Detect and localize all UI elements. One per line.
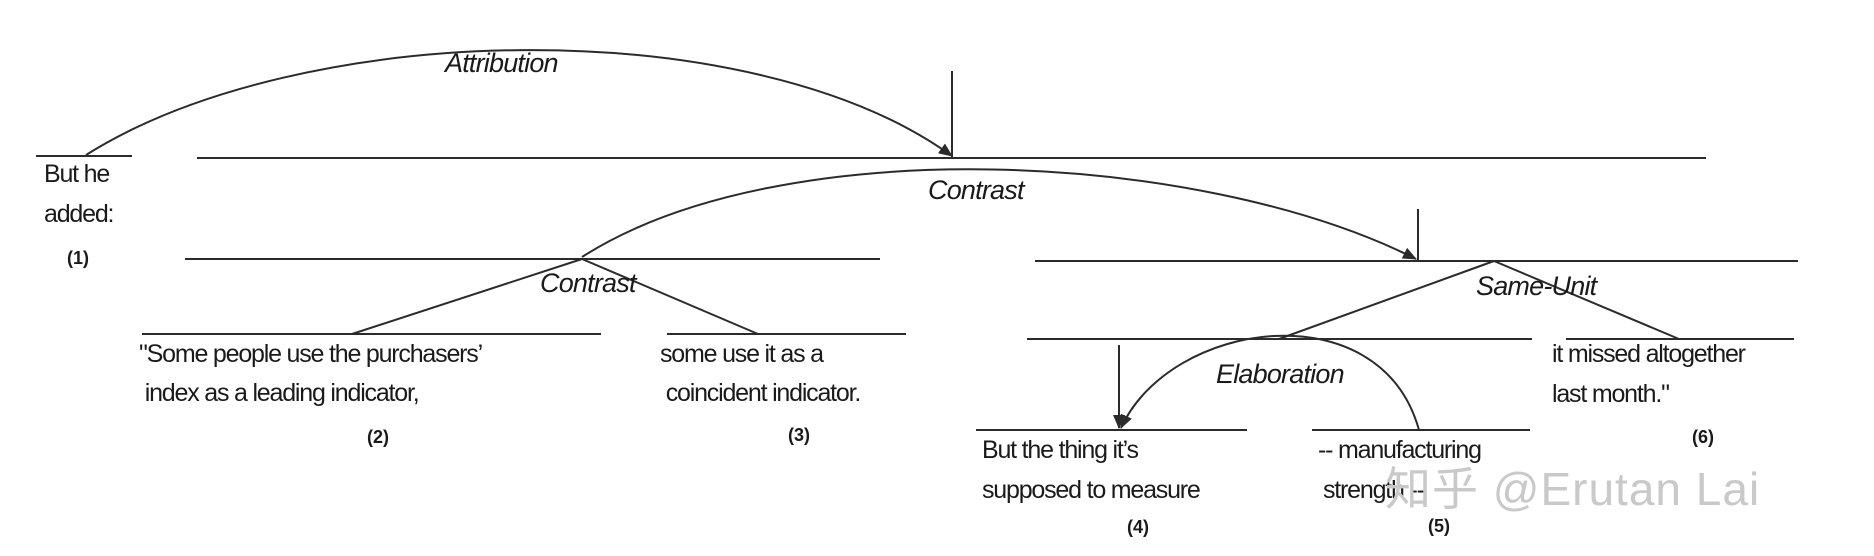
unit-5-line-2: strength -- [1323,476,1425,504]
unit-4-line-1: But the thing it’s [982,436,1139,464]
unit-6-line-1: it missed altogether [1552,340,1746,368]
unit-2-line-2: index as a leading indicator, [139,379,419,407]
unit-4-line-2: supposed to measure [982,476,1200,504]
unit-5-line-1: -- manufacturing [1318,436,1481,464]
relation-label-contrast-top: Contrast [928,175,1026,205]
unit-6-line-2: last month." [1552,380,1669,408]
relation-label-same-unit: Same-Unit [1476,271,1599,301]
unit-2-number: (2) [367,427,389,447]
relation-label-attribution: Attribution [443,48,558,78]
unit-3-line-2: coincident indicator. [660,379,860,407]
unit-1-line-1: But he [44,160,109,188]
arc-elaboration [1120,334,1420,431]
unit-3-line-1: some use it as a [660,340,824,368]
branch-same-unit-to-unit-6 [1493,260,1680,340]
branch-contrast-left-to-unit-2 [351,258,583,335]
unit-1-line-2: added: [44,200,113,228]
arc-attribution [85,49,953,157]
unit-4-number: (4) [1127,517,1149,537]
unit-2-line-1: "Some people use the purchasers’ [139,340,482,368]
unit-3-number: (3) [788,425,810,445]
unit-1-number: (1) [67,248,89,268]
branch-contrast-left-to-unit-3 [581,258,759,335]
unit-5-number: (5) [1428,516,1450,536]
watermark: 知乎 @Erutan Lai [1385,463,1760,515]
relation-label-elaboration: Elaboration [1216,359,1344,389]
branch-same-unit-to-units-4-5 [1278,260,1495,340]
relation-label-contrast-left: Contrast [540,268,638,298]
arc-contrast-top [581,168,1417,260]
unit-6-number: (6) [1692,427,1714,447]
